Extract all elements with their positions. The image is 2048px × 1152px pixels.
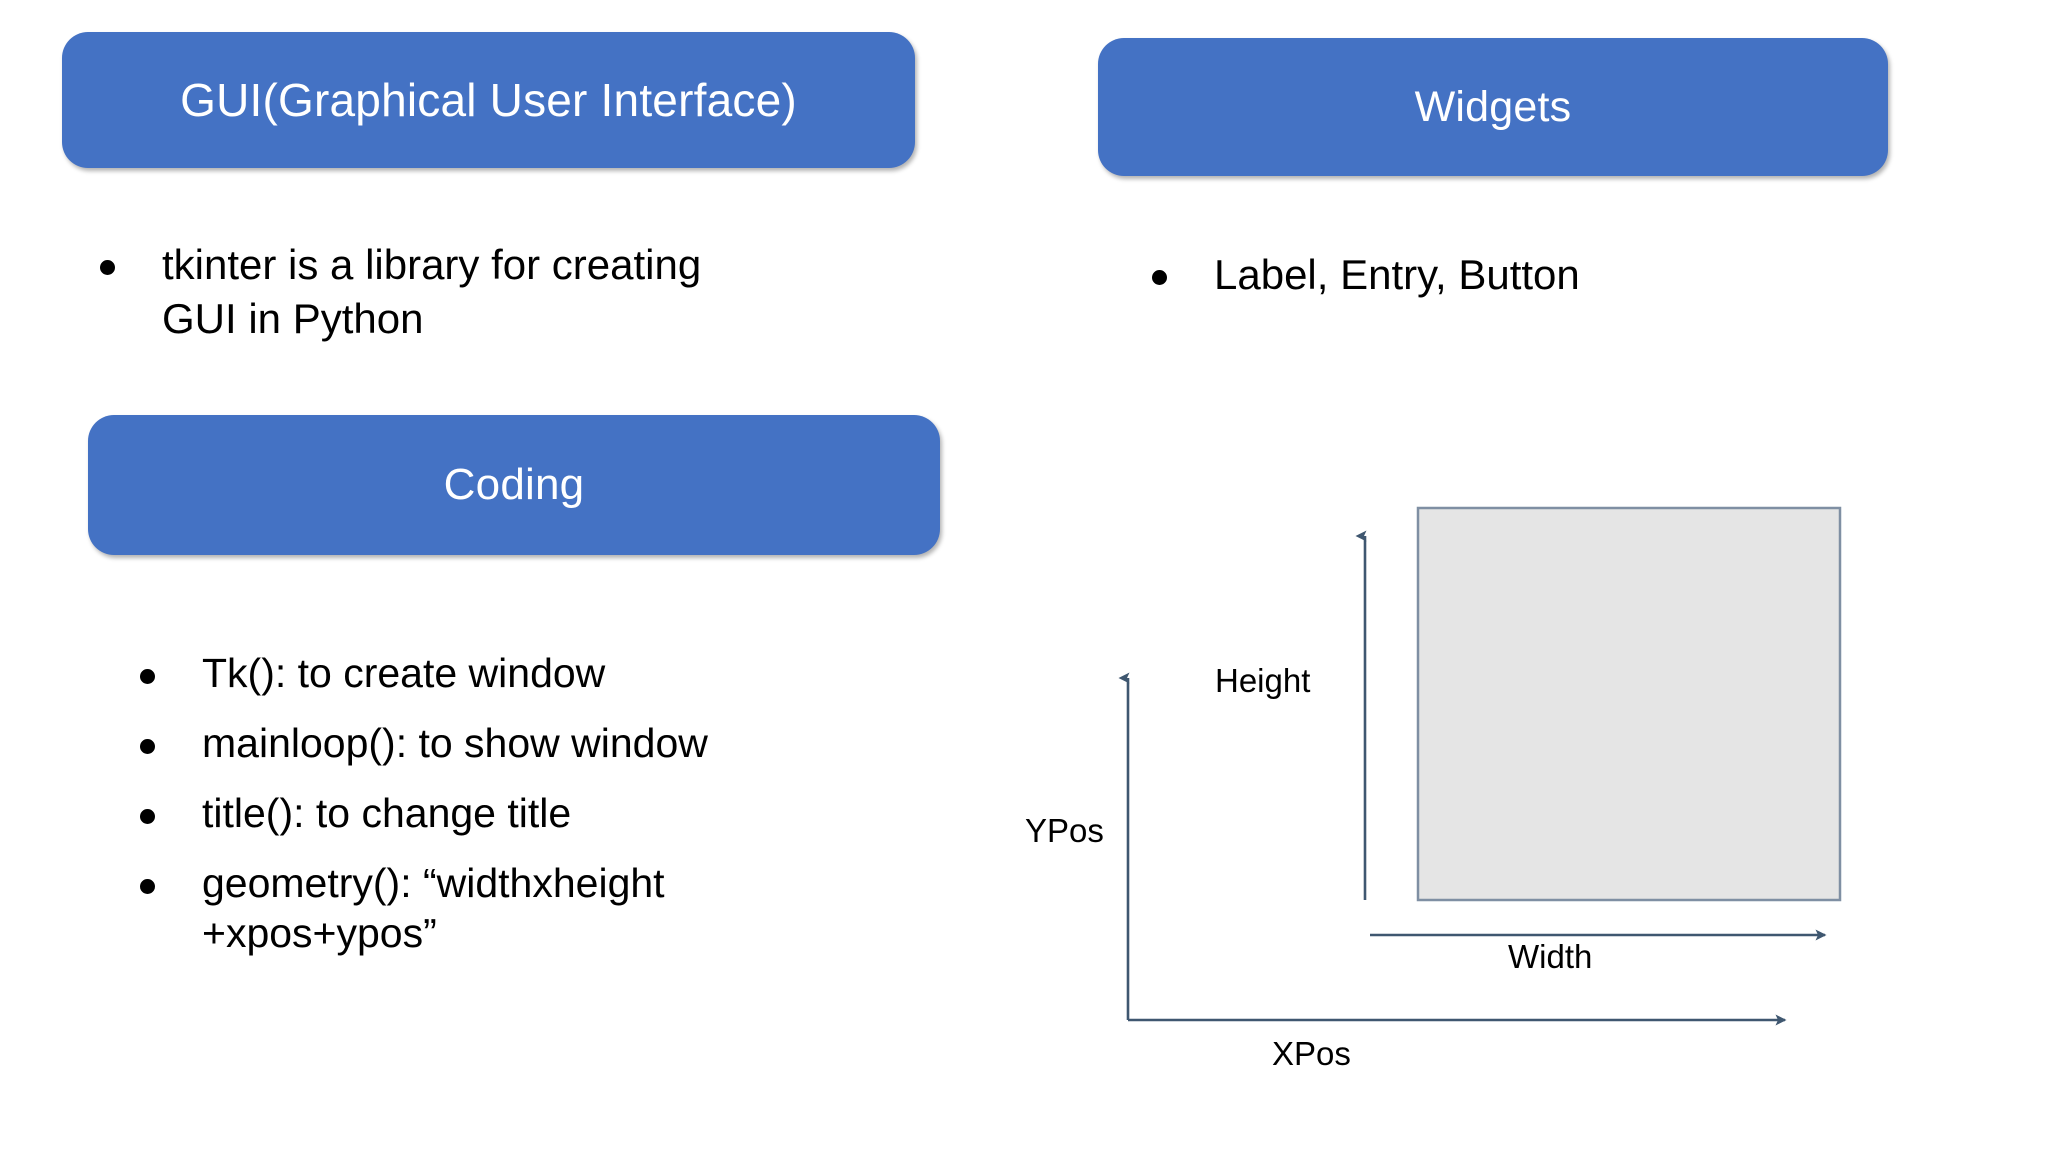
banner-coding-label: Coding: [443, 460, 585, 509]
window-rectangle: [1416, 506, 1842, 902]
diagram-label-width: Width: [1508, 938, 1593, 975]
banner-gui-label: GUI(Graphical User Interface): [180, 74, 797, 126]
list-item: Tk(): to create window: [140, 648, 780, 698]
list-item: title(): to change title: [140, 788, 780, 838]
bullet-dot-icon: [140, 809, 155, 825]
list-item: Label, Entry, Button: [1152, 248, 1772, 302]
bullet-dot-icon: [140, 739, 155, 755]
bullet-dot-icon: [100, 259, 115, 275]
diagram-label-height: Height: [1215, 662, 1311, 699]
bullet-text: Label, Entry, Button: [1214, 251, 1580, 298]
bullet-text: geometry(): “widthxheight +xpos+ypos”: [202, 860, 665, 957]
banner-widgets-label: Widgets: [1414, 82, 1572, 131]
diagram-label-ypos: YPos: [1025, 812, 1104, 849]
list-item: geometry(): “widthxheight +xpos+ypos”: [140, 858, 780, 958]
diagram-label-xpos: XPos: [1272, 1035, 1351, 1072]
bullet-list-widgets: Label, Entry, Button: [1152, 248, 1772, 302]
bullet-text: tkinter is a library for creating GUI in…: [162, 241, 702, 342]
banner-widgets: Widgets: [1098, 38, 1888, 176]
list-item: tkinter is a library for creating GUI in…: [100, 238, 720, 346]
banner-coding: Coding: [88, 415, 940, 555]
bullet-dot-icon: [1152, 269, 1167, 285]
bullet-text: mainloop(): to show window: [202, 720, 708, 767]
bullet-text: title(): to change title: [202, 790, 572, 837]
bullet-list-coding: Tk(): to create window mainloop(): to sh…: [140, 648, 780, 958]
list-item: mainloop(): to show window: [140, 718, 780, 768]
bullet-dot-icon: [140, 879, 155, 895]
bullet-dot-icon: [140, 669, 155, 685]
bullet-text: Tk(): to create window: [202, 650, 606, 696]
bullet-list-gui: tkinter is a library for creating GUI in…: [100, 238, 720, 346]
window-geometry-diagram: [1060, 470, 1920, 1090]
banner-gui: GUI(Graphical User Interface): [62, 32, 915, 168]
